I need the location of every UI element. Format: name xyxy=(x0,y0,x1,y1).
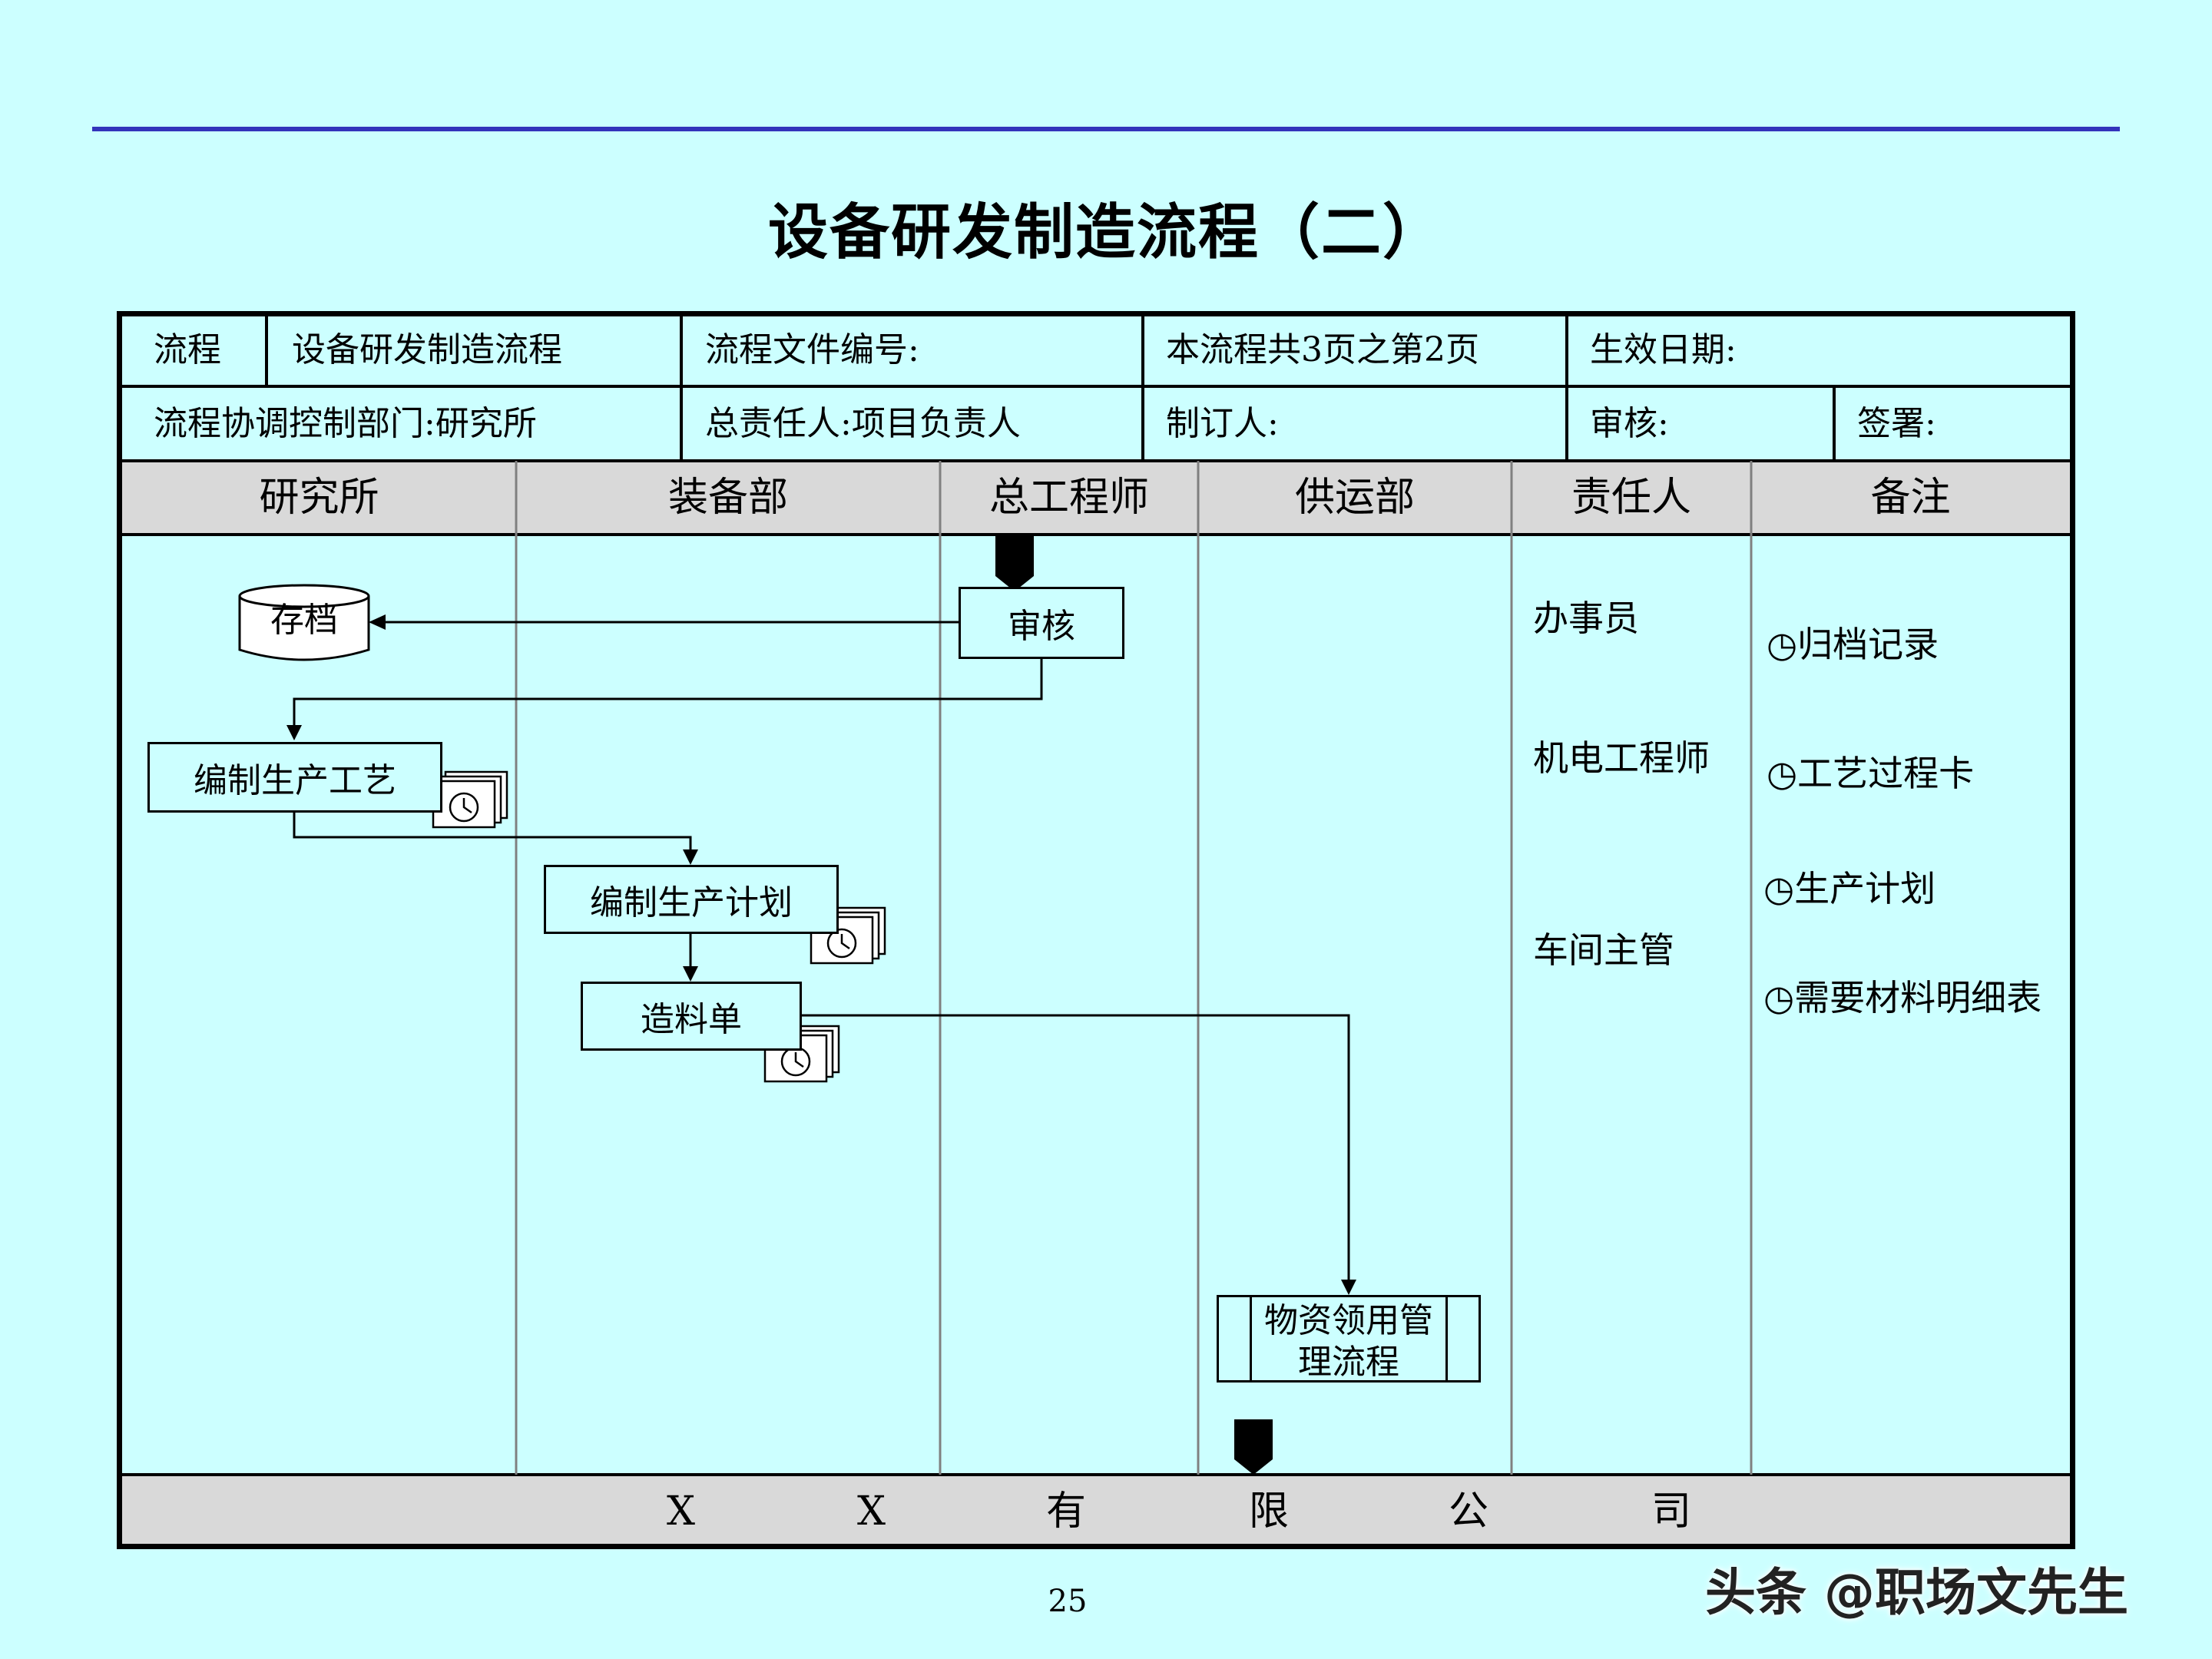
footer-char: X xyxy=(667,1488,696,1535)
header-label: 流程 xyxy=(154,330,221,369)
end-marker xyxy=(1234,1419,1273,1475)
connectors xyxy=(293,621,1350,1284)
material-flow-node-label: 物资领用管理流程 xyxy=(1264,1301,1433,1382)
production-plan-node: 编制生产计划 xyxy=(544,865,839,934)
footer-band xyxy=(122,1475,2070,1544)
header-author: 制订人: xyxy=(1166,404,1279,443)
note-material-details: ◷需要材料明细表 xyxy=(1763,977,2042,1018)
column-header-band xyxy=(122,461,2070,535)
note-archive-record: ◷归档记录 xyxy=(1767,624,1939,665)
material-flow-node: 物资领用管理流程 xyxy=(1217,1295,1481,1382)
note-production-plan: ◷生产计划 xyxy=(1763,868,1936,909)
process-plan-node: 编制生产工艺 xyxy=(147,742,442,813)
footer-char: 公 xyxy=(1449,1488,1489,1535)
column-header-research: 研究所 xyxy=(259,475,379,521)
footer-char: 限 xyxy=(1249,1488,1290,1535)
responsible-engineer: 机电工程师 xyxy=(1533,737,1710,779)
review-node: 审核 xyxy=(959,587,1124,659)
column-header-chief-engineer: 总工程师 xyxy=(988,475,1149,521)
material-list-node-label: 造料单 xyxy=(641,1000,742,1039)
responsible-workshop-manager: 车间主管 xyxy=(1533,929,1674,971)
subprocess-bar-right xyxy=(1445,1297,1448,1380)
responsible-clerk: 办事员 xyxy=(1533,598,1639,639)
arrowheads xyxy=(286,614,1356,1295)
start-marker xyxy=(995,535,1034,591)
header-signature: 签署: xyxy=(1857,404,1936,443)
header-page-count: 本流程共3页之第2页 xyxy=(1166,330,1479,369)
header-effective-date: 生效日期: xyxy=(1590,330,1737,369)
subprocess-bar-left xyxy=(1250,1297,1252,1380)
footer-char: 司 xyxy=(1651,1488,1692,1535)
archive-node-label: 存档 xyxy=(270,601,338,640)
lane-dividers xyxy=(515,461,1753,1475)
header-grid xyxy=(122,316,2070,1476)
archive-cylinder xyxy=(238,584,370,661)
production-plan-node-label: 编制生产计划 xyxy=(590,883,793,922)
header-owner: 总责任人:项目负责人 xyxy=(705,404,1021,443)
footer-char: X xyxy=(857,1488,886,1535)
process-plan-node-label: 编制生产工艺 xyxy=(194,761,396,800)
review-node-label: 审核 xyxy=(1008,607,1075,646)
column-header-responsible: 责任人 xyxy=(1571,475,1691,521)
header-process-name: 设备研发制造流程 xyxy=(292,330,562,369)
header-coordinating-dept: 流程协调控制部门:研究所 xyxy=(154,404,537,443)
column-header-notes: 备注 xyxy=(1870,475,1951,521)
flowchart-frame xyxy=(117,311,2075,1549)
footer-char: 有 xyxy=(1046,1488,1087,1535)
top-rule xyxy=(92,127,2120,131)
watermark: 头条 @职场文先生 xyxy=(1705,1563,2128,1622)
note-process-card: ◷工艺过程卡 xyxy=(1767,753,1975,794)
header-file-number: 流程文件编号: xyxy=(705,330,919,369)
document-stack-icon xyxy=(432,770,508,829)
page-title: 设备研发制造流程（二） xyxy=(767,198,1444,267)
column-header-equipment: 装备部 xyxy=(667,475,788,521)
header-reviewer: 审核: xyxy=(1590,404,1669,443)
column-header-supply: 供运部 xyxy=(1294,475,1415,521)
material-list-node: 造料单 xyxy=(581,982,802,1051)
page-number: 25 xyxy=(1048,1584,1088,1619)
